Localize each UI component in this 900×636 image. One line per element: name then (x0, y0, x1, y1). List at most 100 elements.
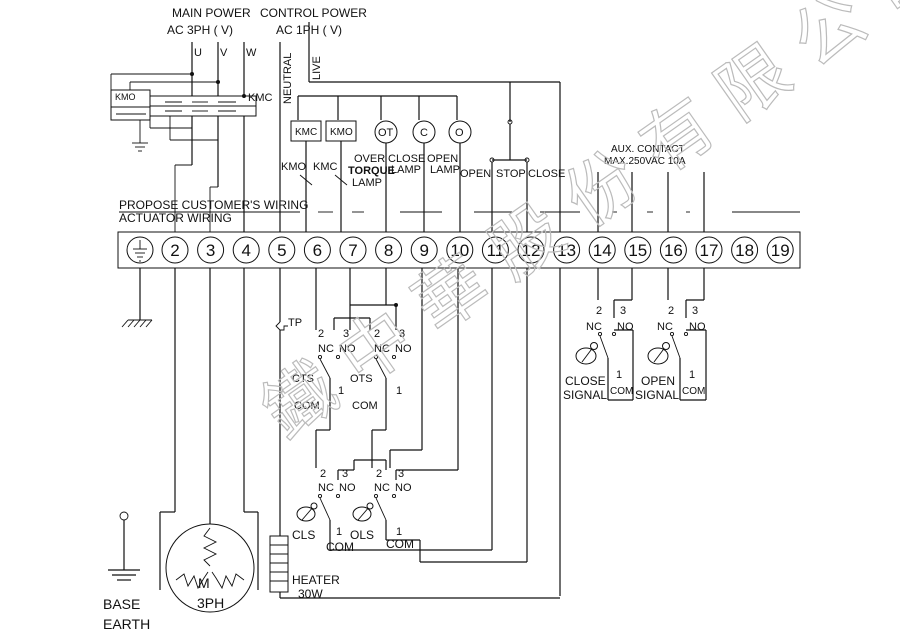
kmc-coil-label: KMC (295, 127, 317, 138)
open-lamp-lamp-word: LAMP (430, 164, 460, 176)
close-aux-nc: NC (586, 321, 602, 333)
tp-label: TP (288, 317, 302, 329)
limit-switch-contacts (317, 268, 528, 563)
ot-lamp-label: OT (378, 127, 394, 139)
close-signal-label-1: CLOSE (565, 374, 606, 388)
kmc-interlock-label: KMC (313, 161, 338, 173)
cls-pin1: 1 (336, 526, 342, 538)
torque-switch-contacts (315, 354, 397, 468)
terminal-label: 17 (700, 241, 719, 260)
ots-com: COM (352, 400, 378, 412)
close-signal-cam-icon (575, 342, 598, 365)
terminal-9 (410, 236, 438, 264)
coils-and-lamps: KMC KMO OT C O KMO KMC OVER TORQUE LAMP … (281, 120, 472, 232)
ots-pin1: 1 (396, 385, 402, 397)
actuator-wiring-label: ACTUATOR WIRING (119, 211, 232, 225)
ots-no: NO (395, 343, 412, 355)
ots-nc: NC (374, 343, 390, 355)
terminal-label: 7 (348, 241, 357, 260)
terminal-label: 2 (170, 241, 179, 260)
ols-no: NO (395, 482, 412, 494)
cls-pin2: 2 (320, 468, 326, 480)
open-signal-label-1: OPEN (641, 374, 675, 388)
kmo-interlock-label: KMO (281, 161, 307, 173)
customer-wiring-label: PROPOSE CUSTOMER'S WIRING (119, 198, 308, 212)
close-aux-pin3: 3 (620, 305, 626, 317)
ols-nc: NC (374, 482, 390, 494)
close-aux-pin2: 2 (596, 305, 602, 317)
close-aux-com: COM (610, 386, 633, 397)
close-lamp-word: CLOSE (388, 153, 425, 165)
terminal-label: 9 (419, 241, 428, 260)
phase-v-label: V (220, 47, 228, 59)
terminal-5 (268, 236, 296, 264)
terminal-13 (553, 236, 581, 264)
aux-wires-top (597, 172, 705, 232)
motor-winding-w (211, 571, 245, 590)
ols-pin1: 1 (396, 526, 402, 538)
main-power-title: MAIN POWER (172, 6, 251, 20)
motor-wiring (159, 268, 259, 590)
terminal-19 (766, 236, 794, 264)
terminal-18 (731, 236, 759, 264)
open-aux-pin3: 3 (692, 305, 698, 317)
close-aux-no: NO (617, 321, 634, 333)
cts-no: NO (339, 343, 356, 355)
base-earth-label-2: EARTH (103, 616, 150, 632)
terminal-6 (303, 236, 331, 264)
open-aux-pin2: 2 (668, 305, 674, 317)
close-control-label: CLOSE (528, 168, 565, 180)
ols-cam-icon (352, 502, 374, 522)
terminal-3 (197, 236, 225, 264)
terminal-label: 18 (735, 241, 754, 260)
limit-switch-wiring (337, 268, 459, 480)
base-earth-symbol (108, 511, 140, 581)
cls-cam-icon (296, 502, 318, 522)
c-lamp-label: C (420, 127, 428, 139)
terminal-8 (375, 236, 403, 264)
terminal-4 (232, 236, 260, 264)
phase-u-label: U (194, 47, 202, 59)
ols-label: OLS (350, 528, 374, 542)
motor-winding-u (202, 527, 218, 567)
ols-pin3: 3 (398, 468, 404, 480)
heater-watt-label: 30W (298, 587, 323, 601)
cts-pin1: 1 (338, 385, 344, 397)
motor-3ph-label: 3PH (197, 595, 224, 611)
terminal-label: 14 (593, 241, 612, 260)
cts-pin3: 3 (343, 328, 349, 340)
base-earth-label-1: BASE (103, 596, 140, 612)
open-aux-nc: NC (657, 321, 673, 333)
terminal-label: 12 (522, 241, 541, 260)
motor-winding-v (175, 571, 209, 590)
kmo-contactor-label: KMO (115, 92, 136, 102)
control-switches: OPEN STOP CLOSE (460, 119, 565, 232)
close-lamp-lamp-word: LAMP (391, 164, 421, 176)
main-contactor-block: KMO KMC (110, 72, 273, 232)
terminal-15 (624, 236, 652, 264)
aux-contact-rating: MAX.250VAC 10A (604, 156, 686, 167)
torque-label: TORQUE (348, 165, 395, 177)
control-power-title: CONTROL POWER (260, 6, 367, 20)
cls-nc: NC (318, 482, 334, 494)
open-aux-com: COM (682, 386, 705, 397)
o-lamp-label: O (455, 127, 464, 139)
kmo-coil-label: KMO (330, 127, 353, 138)
aux-contact-title: AUX. CONTACT (611, 144, 685, 155)
open-signal-cam-icon (647, 342, 670, 365)
terminal-12 (517, 236, 545, 264)
ots-label: OTS (350, 373, 373, 385)
heater-icon (269, 530, 560, 599)
live-label: LIVE (311, 56, 323, 80)
cls-pin3: 3 (342, 468, 348, 480)
terminal-11 (481, 236, 509, 264)
ots-pin3: 3 (399, 328, 405, 340)
motor-icon (165, 523, 255, 613)
over-torque-lamp-word: LAMP (352, 177, 382, 189)
terminal-2 (161, 236, 189, 264)
phase-w-label: W (246, 47, 257, 59)
terminal-label: 10 (450, 241, 469, 260)
open-control-label: OPEN (460, 168, 491, 180)
